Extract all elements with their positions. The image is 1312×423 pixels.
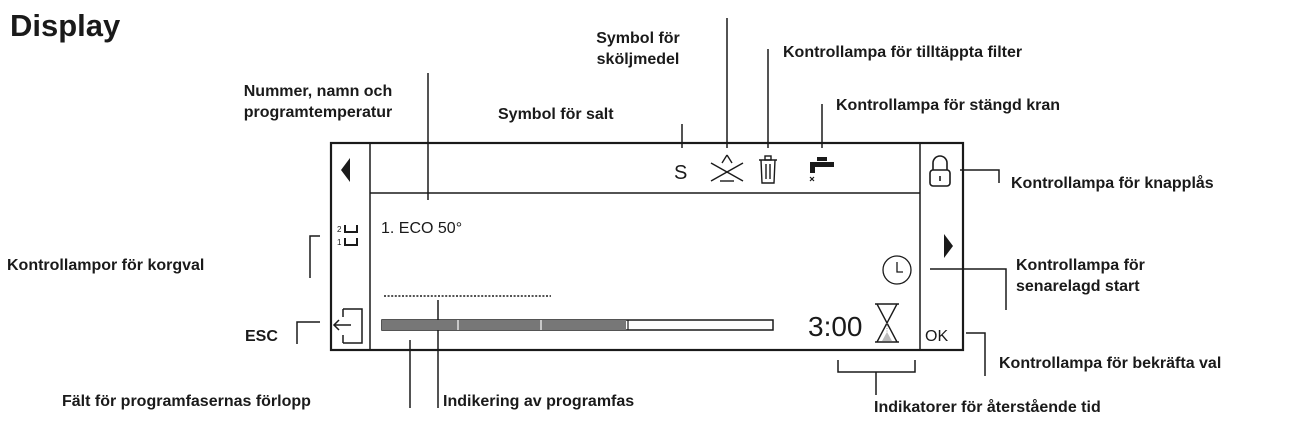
tap-closed-mark xyxy=(809,176,815,182)
progress-fill xyxy=(382,320,626,330)
phase-progress-label: Fält för programfasernas förlopp xyxy=(62,393,311,410)
esc-label: ESC xyxy=(245,328,278,345)
remaining-time-label: Indikatorer för återstående tid xyxy=(874,399,1101,416)
rinse-aid-label-line2: sköljmedel xyxy=(596,51,680,68)
program-text: 1. ECO 50° xyxy=(381,220,462,237)
salt-label: Symbol för salt xyxy=(498,106,614,123)
lock-icon xyxy=(929,155,951,187)
time-text: 3:00 xyxy=(808,311,863,342)
leader-confirm xyxy=(966,332,986,376)
number-name-label: Nummer, namn och programtemperatur xyxy=(198,81,438,123)
clock-icon xyxy=(882,255,912,285)
basket-icon xyxy=(344,225,358,246)
clogged-filter-label: Kontrollampa för tilltäppta filter xyxy=(783,44,1023,61)
rinse-aid-icon xyxy=(710,154,744,182)
tap-icon xyxy=(810,157,834,173)
leader-key-lock xyxy=(960,169,1000,183)
delayed-start-label: Kontrollampa för senarelagd start xyxy=(1016,255,1145,297)
triangle-right-icon xyxy=(944,234,953,258)
number-name-label-line1: Nummer, namn och xyxy=(243,83,393,100)
triangle-left-icon xyxy=(341,158,350,182)
number-name-label-line2: programtemperatur xyxy=(243,104,393,121)
basket-label: Kontrollampor för korgval xyxy=(7,257,205,274)
display-frame xyxy=(329,141,965,352)
page-title: Display xyxy=(10,8,121,43)
leader-esc xyxy=(296,321,320,344)
delayed-start-label-line1: Kontrollampa för xyxy=(1016,257,1145,274)
confirm-label: Kontrollampa för bekräfta val xyxy=(999,355,1222,372)
rinse-aid-label: Symbol för sköljmedel xyxy=(563,28,713,70)
phase-indication-label: Indikering av programfas xyxy=(443,393,635,410)
key-lock-label: Kontrollampa för knapplås xyxy=(1011,175,1214,192)
tap-closed-label: Kontrollampa för stängd kran xyxy=(836,97,1061,114)
delayed-start-label-line2: senarelagd start xyxy=(1016,278,1140,295)
basket-upper-number: 2 xyxy=(337,225,342,234)
hourglass-icon xyxy=(875,303,899,343)
ok-text: OK xyxy=(925,328,948,345)
esc-door-icon xyxy=(332,308,363,344)
basket-lower-number: 1 xyxy=(337,238,342,247)
leader-basket xyxy=(309,235,320,278)
bin-icon xyxy=(759,155,777,184)
leader-time-bracket xyxy=(837,360,916,373)
leader-delayed-start xyxy=(930,268,1007,310)
salt-symbol: S xyxy=(674,162,687,184)
rinse-aid-label-line1: Symbol för xyxy=(596,30,680,47)
